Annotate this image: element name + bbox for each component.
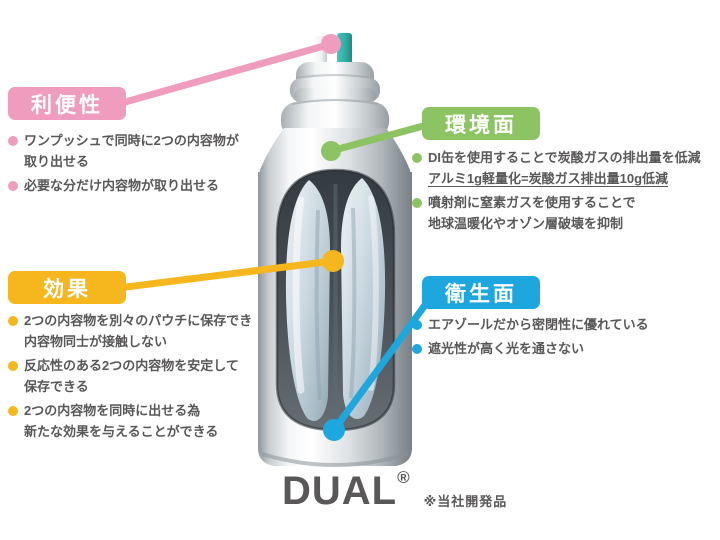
footer-note: ※当社開発品 (423, 494, 508, 509)
convenience-bullet-list: ワンプッシュで同時に2つの内容物が 取り出せる 必要な分だけ内容物が取り出せる (8, 130, 239, 199)
bullet-dot-icon (412, 320, 422, 330)
list-item: 噴射剤に窒素ガスを使用することで 地球温暖化やオゾン層破壊を抑制 (412, 192, 701, 234)
bullet-text: 地球温暖化やオゾン層破壊を抑制 (428, 216, 624, 231)
bullet-dot-icon (8, 316, 18, 326)
list-item: エアゾールだから密閉性に優れている (412, 314, 649, 335)
list-item: ワンプッシュで同時に2つの内容物が 取り出せる (8, 130, 239, 172)
connector-effect (114, 250, 344, 292)
bullet-text: エアゾールだから密閉性に優れている (428, 317, 649, 332)
connector-environment (321, 118, 442, 161)
list-item: 反応性のある2つの内容物を安定して 保存できる (8, 355, 252, 397)
bullet-dot-icon (8, 361, 18, 371)
label-effect: 効果 (8, 271, 126, 304)
bullet-dot-icon (412, 344, 422, 354)
bullet-text: 反応性のある2つの内容物を安定して (24, 358, 239, 373)
bullet-text: 必要な分だけ内容物が取り出せる (24, 178, 220, 193)
list-item: DI缶を使用することで炭酸ガスの排出量を低減 アルミ1g軽量化=炭酸ガス排出量1… (412, 147, 701, 189)
bullet-text: ワンプッシュで同時に2つの内容物が (24, 133, 239, 148)
bullet-text: 噴射剤に窒素ガスを使用することで (428, 195, 636, 210)
bullet-text: 内容物同士が接触しない (24, 334, 168, 349)
connector-hygiene (323, 286, 440, 441)
bullet-text: 遮光性が高く光を通さない (428, 341, 585, 356)
label-hygiene: 衛生面 (422, 276, 540, 309)
bullet-dot-icon (8, 181, 18, 191)
bullet-dot-icon (412, 153, 422, 163)
bullet-text: 2つの内容物を同時に出せる為 (24, 403, 201, 418)
bullet-text-underlined: アルミ1g軽量化=炭酸ガス排出量10g低減 (428, 171, 669, 186)
bullet-dot-icon (8, 406, 18, 416)
effect-bullet-list: 2つの内容物を別々のパウチに保存でき 内容物同士が接触しない 反応性のある2つの… (8, 310, 252, 445)
list-item: 必要な分だけ内容物が取り出せる (8, 175, 239, 196)
hygiene-bullet-list: エアゾールだから密閉性に優れている 遮光性が高く光を通さない (412, 314, 649, 362)
product-name: DUAL (282, 469, 398, 513)
connector-convenience (114, 34, 341, 108)
inner-pouches (285, 178, 386, 422)
connector-dot-environment (321, 141, 341, 161)
connector-dot-effect (322, 250, 344, 272)
bullet-dot-icon (8, 136, 18, 146)
label-convenience: 利便性 (8, 87, 126, 120)
registered-trademark-icon: ® (397, 468, 410, 487)
can-bottom-rim (262, 452, 408, 467)
list-item: 2つの内容物を別々のパウチに保存でき 内容物同士が接触しない (8, 310, 252, 352)
connector-dot-hygiene (323, 419, 345, 441)
bullet-text: 保存できる (24, 379, 89, 394)
label-environment: 環境面 (422, 107, 540, 140)
connector-dot-convenience (321, 34, 341, 54)
bullet-text: DI缶を使用することで炭酸ガスの排出量を低減 (428, 150, 701, 165)
bullet-text: 取り出せる (24, 154, 90, 169)
bullet-dot-icon (412, 198, 422, 208)
list-item: 遮光性が高く光を通さない (412, 338, 649, 359)
environment-bullet-list: DI缶を使用することで炭酸ガスの排出量を低減 アルミ1g軽量化=炭酸ガス排出量1… (412, 147, 701, 237)
bullet-text: 新たな効果を与えることができる (24, 424, 219, 439)
list-item: 2つの内容物を同時に出せる為 新たな効果を与えることができる (8, 400, 252, 442)
bullet-text: 2つの内容物を別々のパウチに保存でき (24, 313, 253, 328)
footer: DUAL ® ※当社開発品 (282, 468, 508, 513)
